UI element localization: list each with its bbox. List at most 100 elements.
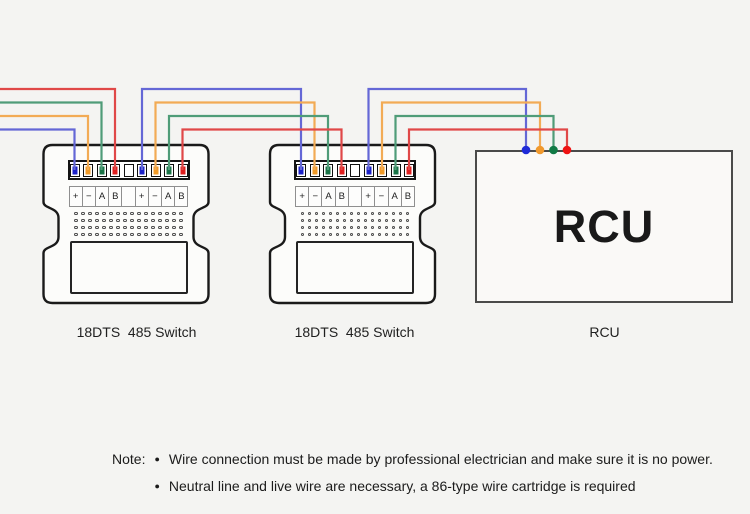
terminal-label-B: B bbox=[174, 186, 189, 207]
vent-dot bbox=[102, 211, 106, 216]
terminal-red bbox=[404, 163, 414, 177]
vent-dot bbox=[314, 211, 319, 216]
switch-outline-2 bbox=[268, 143, 437, 305]
terminal-orange bbox=[150, 163, 161, 177]
vent-dot bbox=[81, 225, 85, 230]
vent-dot bbox=[74, 225, 78, 230]
vent-dot bbox=[335, 232, 340, 237]
terminal-label-−: − bbox=[308, 186, 323, 207]
vent-dot bbox=[321, 218, 326, 223]
terminal-label-−: − bbox=[81, 186, 96, 207]
vent-dot bbox=[370, 225, 375, 230]
ventilation-dots bbox=[73, 210, 185, 238]
vent-dot bbox=[74, 232, 78, 237]
terminal-label-blank bbox=[347, 186, 363, 207]
vent-dot bbox=[116, 225, 120, 230]
vent-dot bbox=[356, 218, 361, 223]
vent-dot bbox=[349, 218, 354, 223]
terminal-label-+: + bbox=[68, 186, 83, 207]
vent-dot bbox=[398, 225, 403, 230]
vent-dot bbox=[384, 225, 389, 230]
vent-dot bbox=[137, 218, 141, 223]
vent-dot bbox=[88, 218, 92, 223]
vent-dot bbox=[165, 225, 169, 230]
terminal-label-blank bbox=[121, 186, 136, 207]
vent-dot bbox=[328, 225, 333, 230]
vent-dot bbox=[88, 232, 92, 237]
terminal-blue bbox=[137, 163, 147, 177]
switch-1-caption: 18DTS 485 Switch bbox=[76, 324, 197, 340]
vent-dot bbox=[314, 218, 319, 223]
terminal-label-−: − bbox=[147, 186, 163, 207]
switch-2-caption: 18DTS 485 Switch bbox=[294, 324, 415, 340]
vent-dot bbox=[370, 211, 375, 216]
vent-dot bbox=[328, 211, 333, 216]
bullet-icon: ● bbox=[154, 454, 160, 464]
terminal-orange bbox=[83, 163, 93, 177]
terminal-slot-empty bbox=[350, 163, 360, 177]
vent-dot bbox=[321, 211, 326, 216]
vent-dot bbox=[102, 232, 106, 237]
vent-dot bbox=[179, 218, 183, 223]
vent-dot bbox=[398, 232, 403, 237]
vent-dot bbox=[109, 232, 113, 237]
vent-dot bbox=[363, 218, 368, 223]
vent-dot bbox=[356, 225, 361, 230]
vent-dot bbox=[363, 211, 368, 216]
terminal-block bbox=[67, 160, 190, 180]
vent-dot bbox=[130, 225, 134, 230]
vent-dot bbox=[179, 232, 183, 237]
vent-dot bbox=[342, 225, 347, 230]
vent-dot bbox=[321, 225, 326, 230]
vent-dot bbox=[370, 232, 375, 237]
vent-dot bbox=[88, 225, 92, 230]
vent-dot bbox=[335, 211, 340, 216]
vent-dot bbox=[144, 218, 148, 223]
vent-dot bbox=[179, 225, 183, 230]
terminal-green bbox=[390, 163, 401, 177]
terminal-slot-empty bbox=[123, 163, 134, 177]
vent-dot bbox=[300, 211, 305, 216]
note-label: Note: bbox=[112, 451, 146, 467]
vent-dot bbox=[74, 211, 78, 216]
vent-dot bbox=[116, 211, 120, 216]
vent-dot bbox=[137, 232, 141, 237]
vent-dot bbox=[165, 218, 169, 223]
vent-dot bbox=[391, 232, 396, 237]
vent-dot bbox=[123, 211, 127, 216]
terminal-blue bbox=[69, 163, 80, 177]
vent-dot bbox=[151, 225, 155, 230]
vent-dot bbox=[349, 211, 354, 216]
vent-dot bbox=[81, 218, 85, 223]
terminal-blue bbox=[363, 163, 374, 177]
vent-dot bbox=[172, 211, 176, 216]
bullet-icon: ● bbox=[154, 481, 160, 491]
vent-dot bbox=[384, 218, 389, 223]
rcu-caption: RCU bbox=[589, 324, 620, 340]
note-text: Wire connection must be made by professi… bbox=[168, 451, 713, 467]
front-panel bbox=[69, 241, 188, 294]
vent-dot bbox=[391, 218, 396, 223]
terminal-green bbox=[96, 163, 107, 177]
vent-dot bbox=[370, 218, 375, 223]
vent-dot bbox=[151, 211, 155, 216]
vent-dot bbox=[144, 211, 148, 216]
vent-dot bbox=[363, 225, 368, 230]
vent-dot bbox=[321, 232, 326, 237]
vent-dot bbox=[335, 218, 340, 223]
terminal-label-+: + bbox=[134, 186, 149, 207]
terminal-red bbox=[110, 163, 120, 177]
notes-section: Note: ● Wire connection must be made by … bbox=[112, 447, 713, 501]
vent-dot bbox=[130, 211, 134, 216]
note-item: ● Neutral line and live wire are necessa… bbox=[154, 474, 712, 501]
vent-dot bbox=[81, 232, 85, 237]
terminal-label-−: − bbox=[374, 186, 389, 207]
terminal-orange bbox=[309, 163, 320, 177]
note-items: ● Wire connection must be made by profes… bbox=[154, 447, 712, 501]
vent-dot bbox=[377, 218, 382, 223]
vent-dot bbox=[349, 225, 354, 230]
vent-dot bbox=[88, 211, 92, 216]
